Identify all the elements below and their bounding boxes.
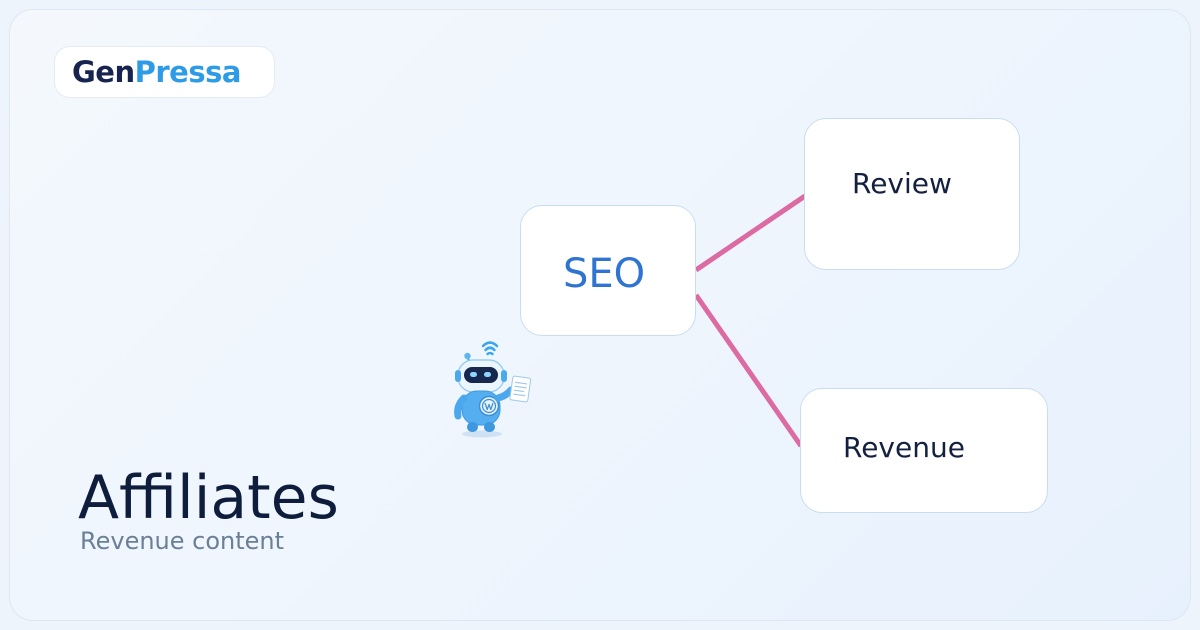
node-review: Review bbox=[804, 118, 1020, 270]
page-subtitle: Revenue content bbox=[80, 527, 285, 555]
page-title: Affiliates bbox=[78, 463, 339, 533]
brand-logo-pressa: Pressa bbox=[134, 55, 242, 89]
connector-seo-revenue bbox=[693, 293, 804, 448]
node-revenue: Revenue bbox=[800, 388, 1048, 513]
node-review-label: Review bbox=[852, 167, 952, 200]
node-revenue-label: Revenue bbox=[843, 431, 965, 464]
node-seo-label: SEO bbox=[563, 251, 646, 297]
connector-seo-review bbox=[694, 193, 807, 273]
robot-wordpress-mascot-icon bbox=[454, 341, 532, 438]
brand-logo-gen: Gen bbox=[72, 55, 135, 89]
node-seo: SEO bbox=[520, 205, 696, 336]
